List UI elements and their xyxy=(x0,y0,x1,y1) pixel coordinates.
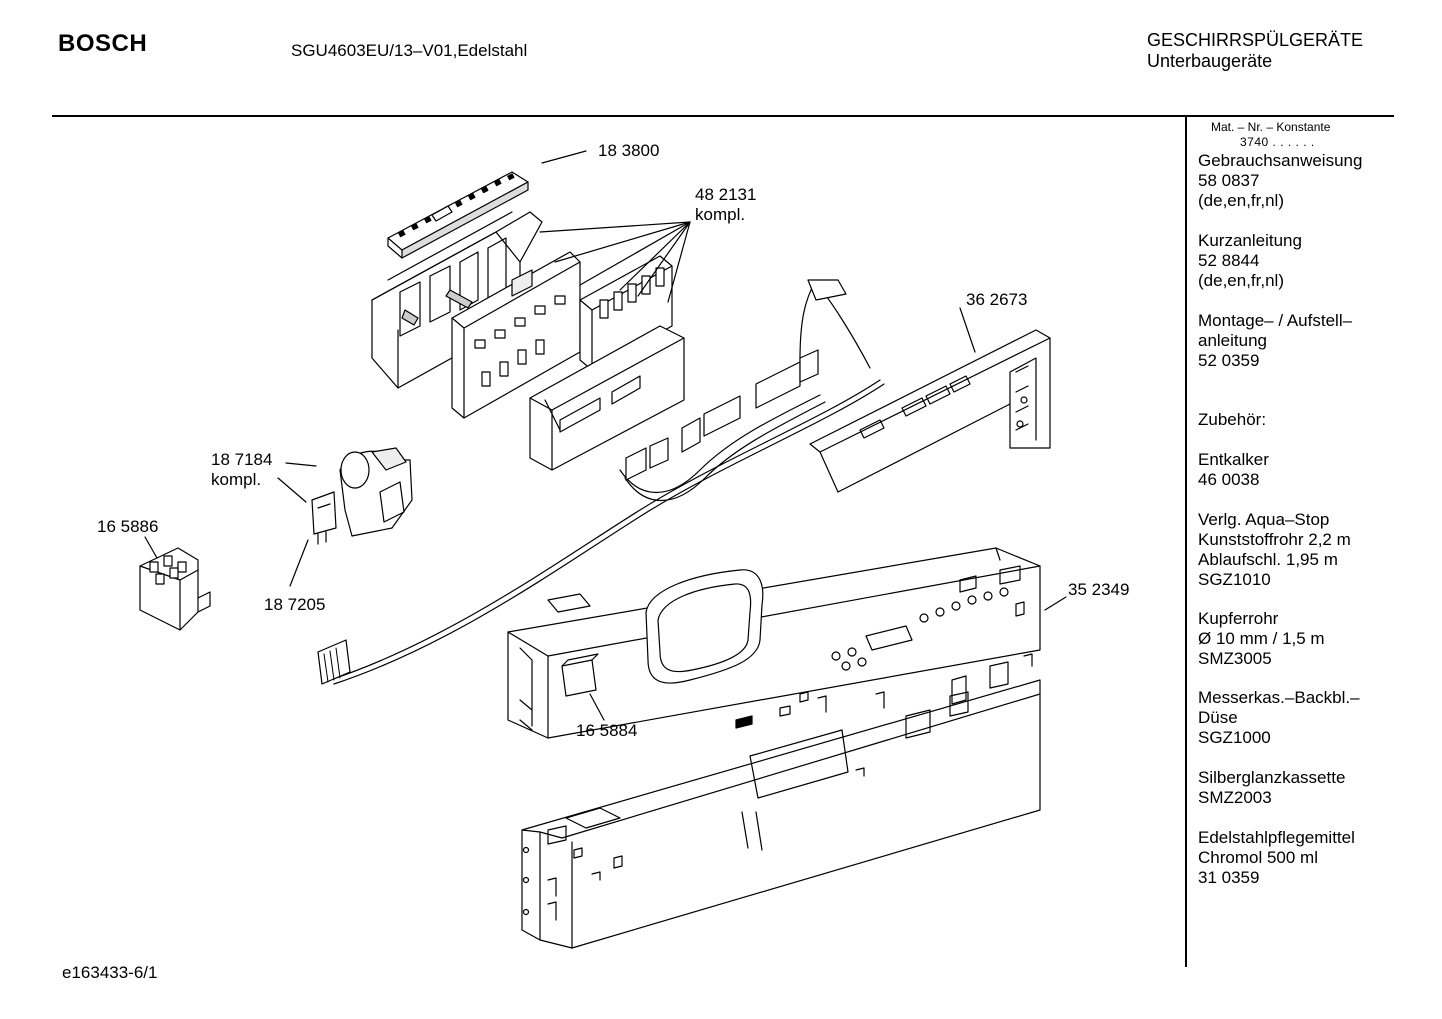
entry-line: 52 0359 xyxy=(1198,351,1260,370)
part-label-482131: 48 2131 xyxy=(695,185,757,204)
category-title: GESCHIRRSPÜLGERÄTE xyxy=(1147,30,1364,50)
entry-line: Montage– / Aufstell– xyxy=(1198,311,1353,330)
entry-line: anleitung xyxy=(1198,331,1268,350)
header-rule xyxy=(52,115,1394,117)
handle-panel-drawing xyxy=(508,548,1066,738)
sidebar-divider xyxy=(1185,117,1187,967)
front-panel-drawing xyxy=(522,680,1040,948)
entry-line: SGZ1010 xyxy=(1198,570,1271,589)
entry-line: Silberglanzkassette xyxy=(1198,768,1346,787)
entry-line: Verlg. Aqua–Stop xyxy=(1198,510,1330,529)
entry-line: SGZ1000 xyxy=(1198,728,1271,747)
entry-line: Chromol 500 ml xyxy=(1198,848,1318,867)
control-housing-drawing xyxy=(372,212,542,388)
entry-line: Zubehör: xyxy=(1198,410,1267,429)
sidebar-entry-descaler: Entkalker 46 0038 xyxy=(1198,450,1269,490)
sidebar-entry-installation: Montage– / Aufstell– anleitung 52 0359 xyxy=(1198,311,1352,371)
part-label-165884: 16 5884 xyxy=(576,721,638,740)
entry-line: 31 0359 xyxy=(1198,868,1260,887)
brand-logo: BOSCH xyxy=(58,30,148,57)
part-label-187184: 18 7184 xyxy=(211,450,273,469)
part-label-187205: 18 7205 xyxy=(264,595,326,614)
sidebar-entry-aquastop: Verlg. Aqua–Stop Kunststoffrohr 2,2 m Ab… xyxy=(1198,510,1351,590)
part-label-183800: 18 3800 xyxy=(598,141,660,160)
entry-line: 46 0038 xyxy=(1198,470,1260,489)
insert-cube-drawing xyxy=(562,654,604,720)
category-subtitle: Unterbaugeräte xyxy=(1147,51,1273,71)
document-id: e163433-6/1 xyxy=(62,963,158,982)
entry-line: Ablaufschl. 1,95 m xyxy=(1198,550,1338,569)
category: GESCHIRRSPÜLGERÄTE Unterbaugeräte xyxy=(1147,30,1363,72)
entry-line: Düse xyxy=(1198,708,1238,727)
entry-line: SMZ2003 xyxy=(1198,788,1272,807)
part-label-362673: 36 2673 xyxy=(966,290,1028,309)
terminal-block-drawing xyxy=(140,537,210,630)
entry-line: Messerkas.–Backbl.– xyxy=(1198,688,1360,707)
entry-line: Ø 10 mm / 1,5 m xyxy=(1198,629,1325,648)
entry-line: (de,en,fr,nl) xyxy=(1198,191,1284,210)
wiring-harness-drawing xyxy=(318,280,884,684)
mat-nr-value: 3740 . . . . . . xyxy=(1240,135,1315,149)
keypad-strip-drawing xyxy=(388,151,586,258)
entry-line: Entkalker xyxy=(1198,450,1269,469)
sidebar-entry-copper-pipe: Kupferrohr Ø 10 mm / 1,5 m SMZ3005 xyxy=(1198,609,1325,669)
entry-line: SMZ3005 xyxy=(1198,649,1272,668)
entry-line: 52 8844 xyxy=(1198,251,1260,270)
model-number: SGU4603EU/13–V01,Edelstahl xyxy=(291,41,528,60)
sidebar-entry-silver-cassette: Silberglanzkassette SMZ2003 xyxy=(1198,768,1345,808)
part-note-187184: kompl. xyxy=(211,470,262,489)
part-note-482131: kompl. xyxy=(695,205,746,224)
entry-line: Kurzanleitung xyxy=(1198,231,1302,250)
relay-assembly-drawing xyxy=(278,448,412,586)
sidebar-entry-nozzle: Messerkas.–Backbl.– Düse SGZ1000 xyxy=(1198,688,1360,748)
entry-line: 58 0837 xyxy=(1198,171,1260,190)
entry-line: Gebrauchsanweisung xyxy=(1198,151,1363,170)
bottom-bracket-drawing xyxy=(530,326,684,470)
sidebar-entry-short-guide: Kurzanleitung 52 8844 (de,en,fr,nl) xyxy=(1198,231,1302,291)
entry-line: Kunststoffrohr 2,2 m xyxy=(1198,530,1351,549)
sidebar-entry-steel-care: Edelstahlpflegemittel Chromol 500 ml 31 … xyxy=(1198,828,1355,888)
sidebar-entry-accessories: Zubehör: xyxy=(1198,410,1266,430)
part-label-352349: 35 2349 xyxy=(1068,580,1130,599)
trim-strip-drawing xyxy=(810,308,1050,492)
mat-nr-label: Mat. – Nr. – Konstante xyxy=(1211,120,1331,134)
entry-line: Kupferrohr xyxy=(1198,609,1279,628)
entry-line: (de,en,fr,nl) xyxy=(1198,271,1284,290)
part-label-165886: 16 5886 xyxy=(97,517,159,536)
sidebar-entry-manual: Gebrauchsanweisung 58 0837 (de,en,fr,nl) xyxy=(1198,151,1362,211)
entry-line: Edelstahlpflegemittel xyxy=(1198,828,1355,847)
connector-board-drawing xyxy=(580,256,672,370)
pcb-leader-lines xyxy=(540,222,690,302)
